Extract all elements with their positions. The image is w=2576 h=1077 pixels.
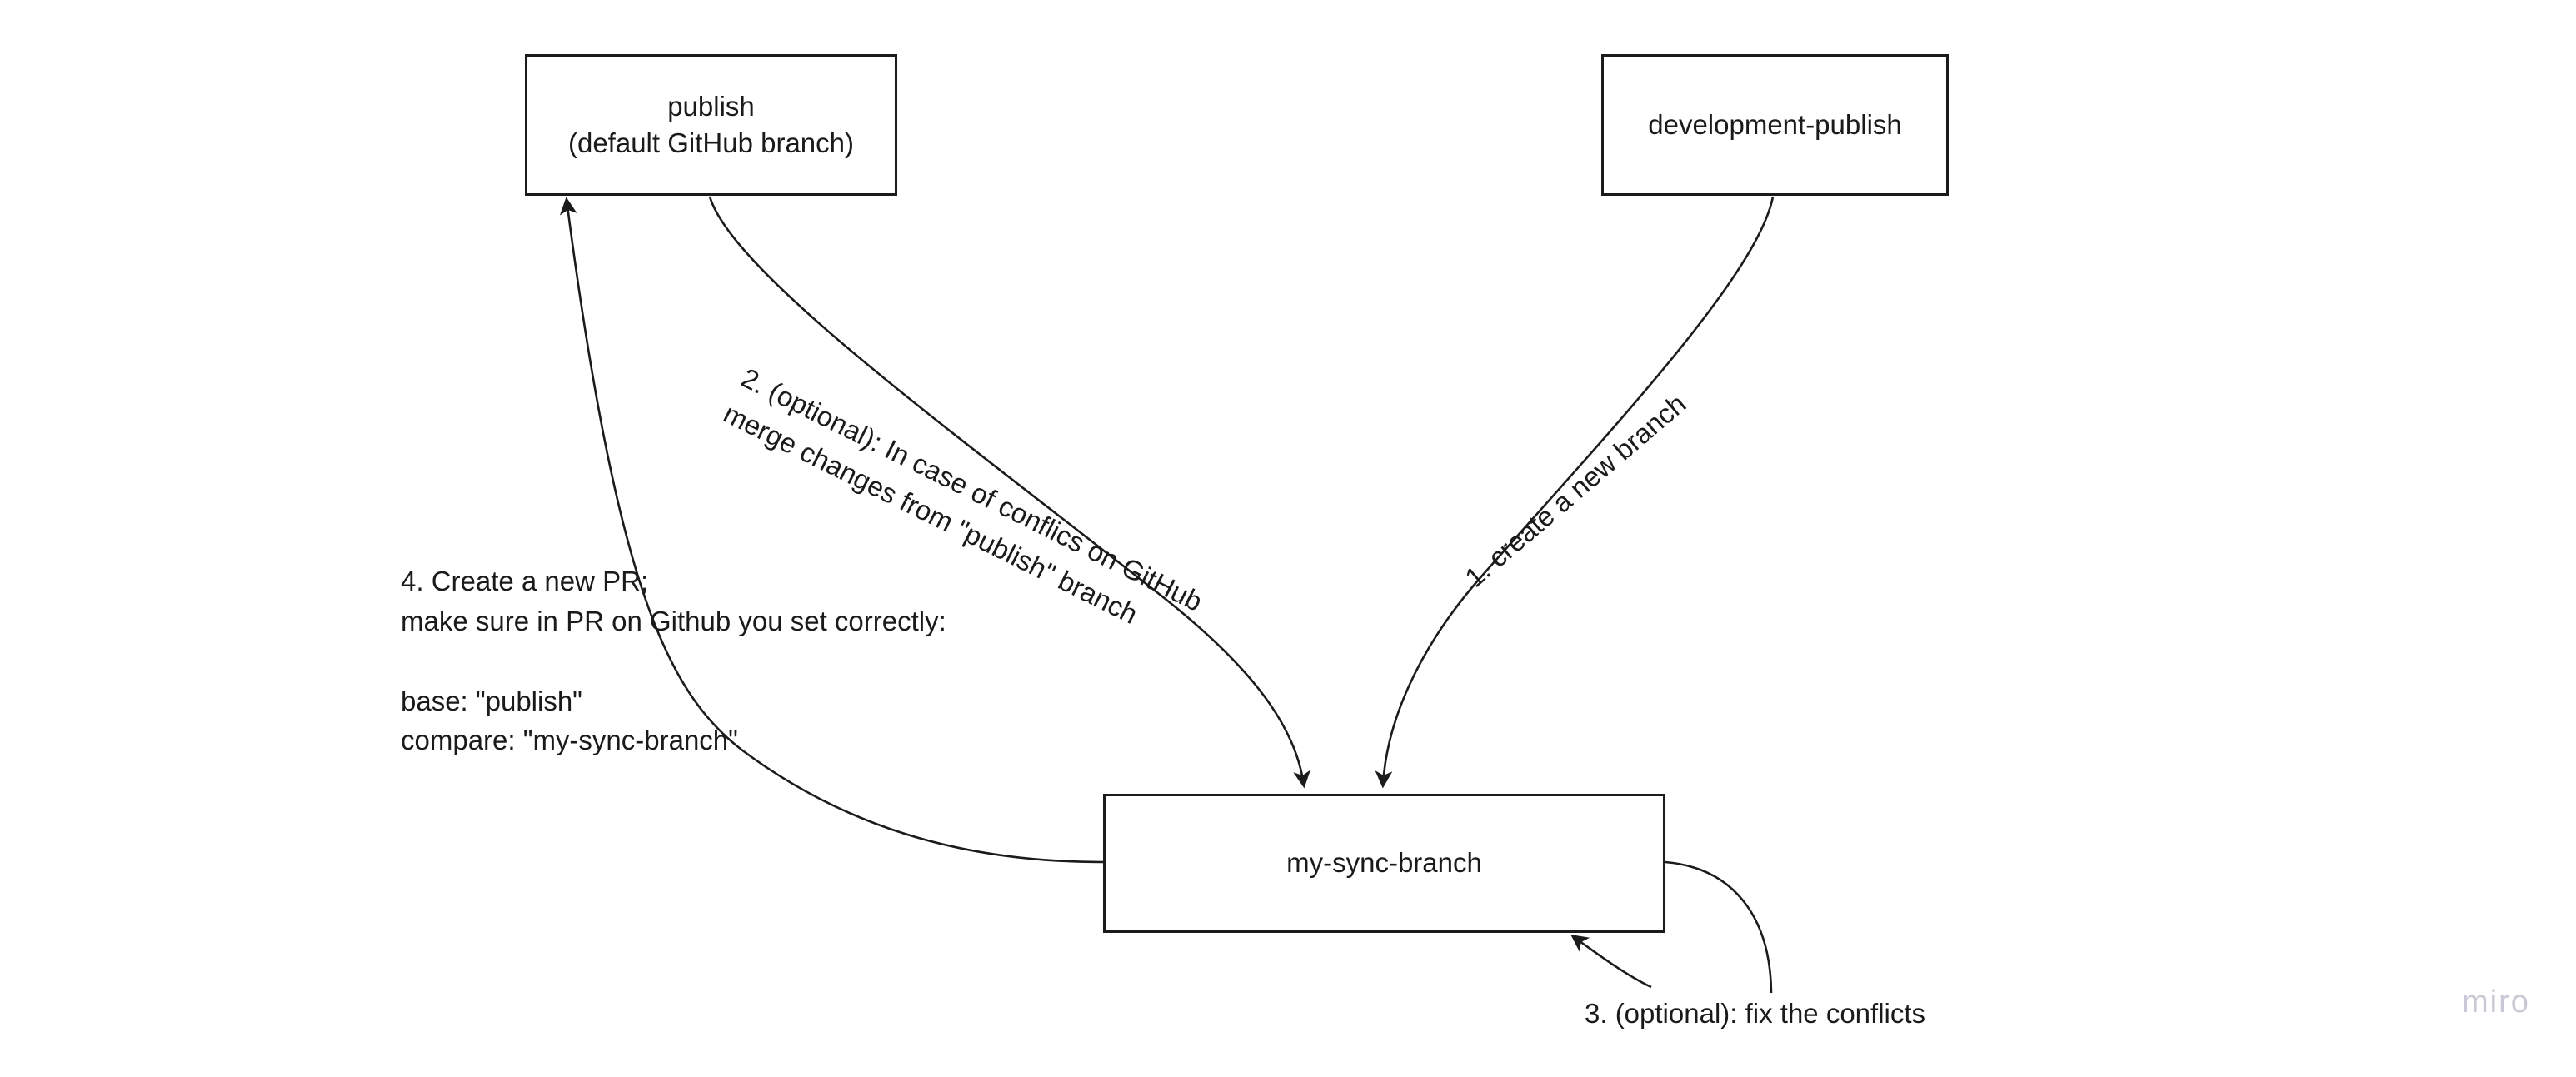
node-development-publish[interactable]: development-publish [1601,54,1949,196]
edge-step-3-return-path [1570,934,1652,989]
node-publish[interactable]: publish (default GitHub branch) [525,54,897,196]
node-my-sync-branch[interactable]: my-sync-branch [1103,794,1665,933]
edge-step-3-loop-path [1665,860,1773,994]
edge-label-step-4[interactable]: 4. Create a new PR; make sure in PR on G… [401,566,946,756]
edge-label-step-1[interactable]: 1. create a new branch [1459,387,1692,593]
edge-label-step-3[interactable]: 3. (optional): fix the conflicts [1585,998,1926,1029]
miro-watermark: miro [2462,985,2530,1020]
